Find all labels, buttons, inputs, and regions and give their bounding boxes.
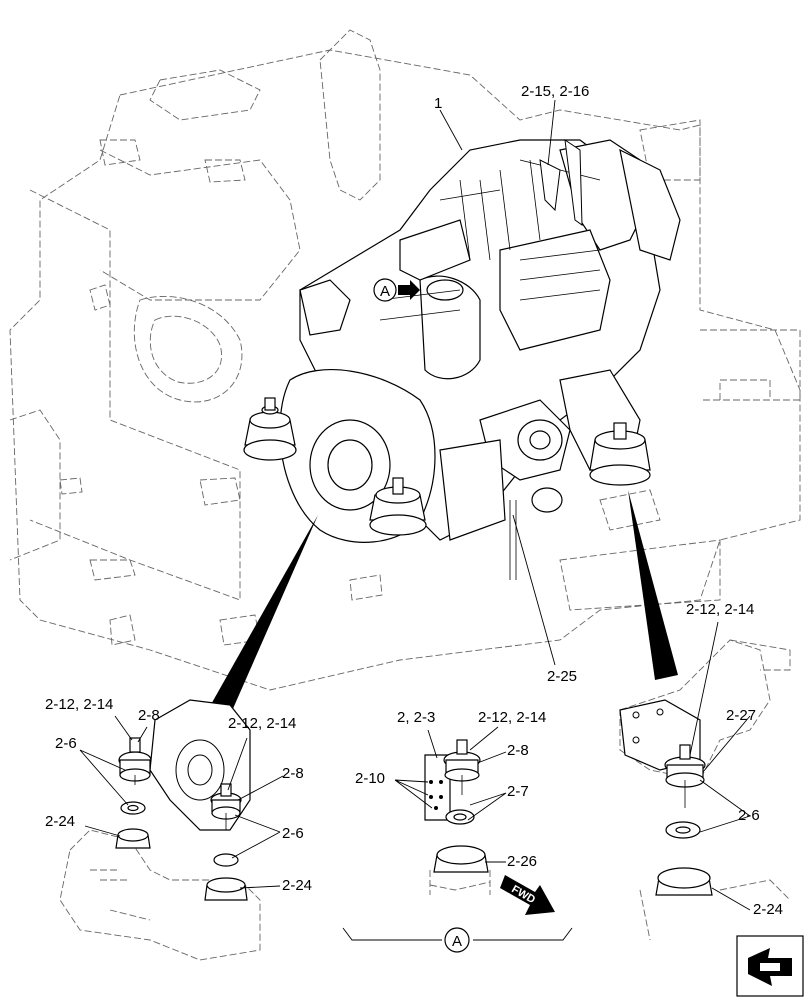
detail-right: 2-12, 2-14 2-27 2-6 2-24 bbox=[619, 601, 791, 941]
fwd-label: FWD bbox=[509, 883, 537, 906]
callout-left2-2-6: 2-6 bbox=[282, 825, 304, 842]
callout-mid-2-3: 2, 2-3 bbox=[397, 709, 435, 726]
callout-mid-2-8: 2-8 bbox=[507, 742, 529, 759]
mount-lower-left bbox=[204, 783, 248, 901]
next-page-icon[interactable] bbox=[736, 935, 804, 997]
callout-engine-1: 1 bbox=[434, 95, 442, 112]
callout-left2-2-12: 2-12, 2-14 bbox=[228, 715, 296, 732]
mount-upper-left bbox=[115, 737, 152, 849]
callout-left2-2-8: 2-8 bbox=[282, 765, 304, 782]
callout-mid-2-7: 2-7 bbox=[507, 783, 529, 800]
view-a-label-bottom: A bbox=[452, 933, 462, 950]
callout-right-2-6: 2-6 bbox=[738, 807, 760, 824]
detail-left: 2-12, 2-14 2-8 2-6 2-24 2-12, 2-14 2-8 2… bbox=[45, 696, 312, 961]
callout-mid-2-26: 2-26 bbox=[507, 853, 537, 870]
callout-mid-2-10: 2-10 bbox=[355, 770, 385, 787]
callout-right-2-24: 2-24 bbox=[753, 901, 783, 918]
mount-front bbox=[589, 422, 651, 486]
mount-rear-right bbox=[369, 477, 427, 536]
engine-assembly bbox=[243, 138, 681, 580]
callout-right-2-27: 2-27 bbox=[726, 707, 756, 724]
callout-left-2-6: 2-6 bbox=[55, 735, 77, 752]
detail-middle: FWD A 2, 2-3 2-12, 2-14 2-8 2-10 2-7 2-2… bbox=[342, 709, 573, 953]
view-a-label-top: A bbox=[380, 283, 390, 300]
pointer-wedge-left bbox=[205, 515, 318, 720]
callout-2-25: 2-25 bbox=[547, 668, 577, 685]
callout-2-15-2-16: 2-15, 2-16 bbox=[521, 83, 589, 100]
pointer-wedge-right bbox=[628, 490, 678, 680]
frame-outline bbox=[9, 29, 801, 691]
callout-left2-2-24: 2-24 bbox=[282, 877, 312, 894]
callout-left-2-12: 2-12, 2-14 bbox=[45, 696, 113, 713]
mount-rear-left bbox=[243, 397, 297, 461]
callout-mid-2-12: 2-12, 2-14 bbox=[478, 709, 546, 726]
view-a-marker: A bbox=[373, 278, 420, 302]
callout-right-2-12: 2-12, 2-14 bbox=[686, 601, 754, 618]
fwd-arrow: FWD bbox=[500, 875, 555, 915]
callout-left-2-24: 2-24 bbox=[45, 813, 75, 830]
callout-left-2-8: 2-8 bbox=[138, 707, 160, 724]
